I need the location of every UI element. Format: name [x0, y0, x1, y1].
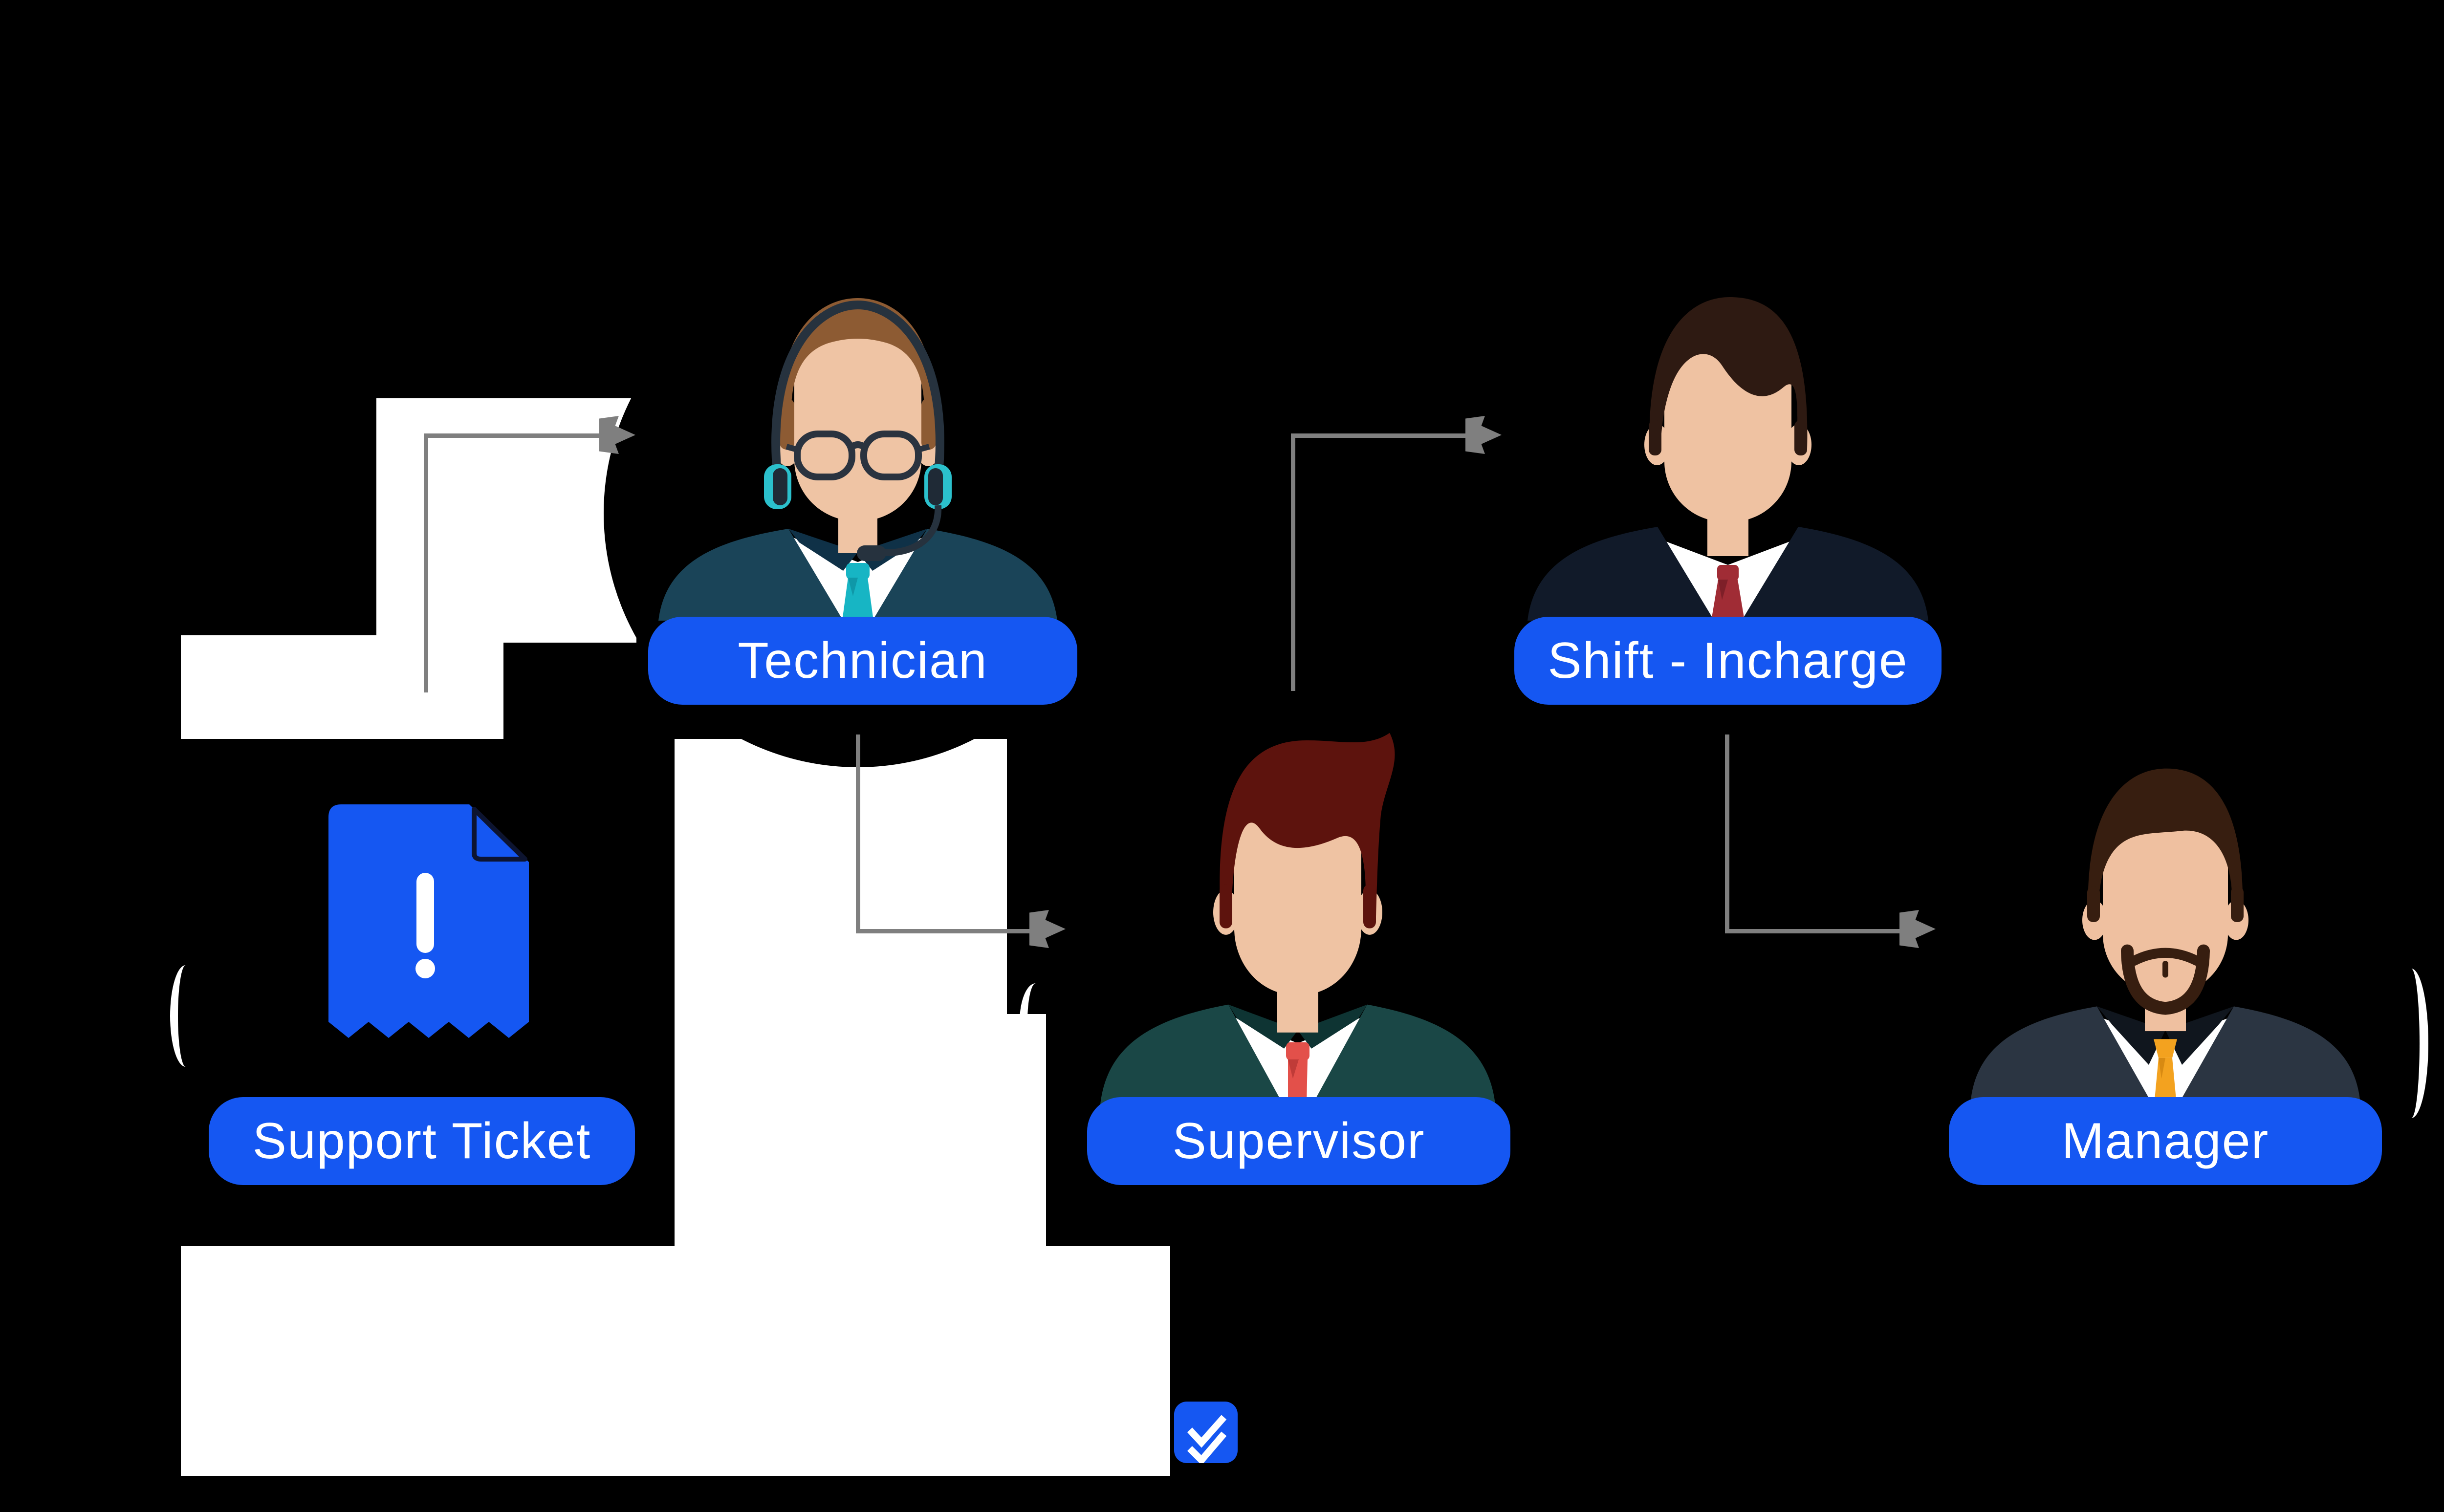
- technician-face: [794, 321, 921, 521]
- manager-tie: [2155, 1058, 2176, 1100]
- connector-ticket-to-technician-vertical: [424, 435, 428, 692]
- manager-avatar: [1971, 768, 2360, 1100]
- glasses-icon: [786, 431, 930, 480]
- shift-incharge-avatar: [1528, 297, 1928, 621]
- manager-goatee: [2121, 944, 2210, 1015]
- white-backdrop-connector1: [376, 398, 636, 643]
- label-technician: Technician: [648, 617, 1077, 705]
- headset-mic-boom-icon: [880, 505, 942, 556]
- supervisor-lapel-left: [1228, 1004, 1298, 1049]
- label-manager: Manager: [1949, 1097, 2382, 1185]
- support-ticket-icon: [328, 804, 529, 1038]
- connector-technician-to-supervisor-vertical: [856, 734, 860, 933]
- supervisor-suit-right: [1312, 1004, 1495, 1104]
- technician-hair: [780, 298, 936, 420]
- shift-incharge-suit-right: [1742, 527, 1928, 621]
- technician-suit-right: [873, 529, 1057, 621]
- technician-label-text: Technician: [738, 632, 988, 689]
- support-ticket-label-text: Support Ticket: [252, 1112, 591, 1169]
- label-support-ticket: Support Ticket: [209, 1097, 635, 1185]
- arrowhead-icon: [1029, 910, 1066, 948]
- technician-avatar: [658, 298, 1057, 621]
- exclamation-icon: [415, 873, 435, 978]
- manager-suit-left: [1971, 1006, 2150, 1100]
- shift-incharge-hair: [1649, 297, 1808, 450]
- manager-hair: [2088, 768, 2243, 911]
- manager-label-text: Manager: [2061, 1112, 2269, 1169]
- supervisor-avatar: [1100, 733, 1495, 1104]
- headset-band-icon: [771, 300, 944, 479]
- white-arc-left-of-ticket: [170, 965, 201, 1067]
- connector-shiftincharge-to-manager-vertical: [1725, 734, 1729, 933]
- technician-suit-left: [658, 529, 843, 621]
- label-shift-incharge: Shift - Incharge: [1514, 617, 1942, 705]
- label-supervisor: Supervisor: [1087, 1097, 1510, 1185]
- manager-lapel-right: [2165, 1006, 2234, 1065]
- headset-mic-icon: [857, 545, 886, 561]
- ticket-fold-corner: [472, 807, 527, 862]
- white-backdrop-left: [181, 635, 503, 739]
- manager-lapel-left: [2097, 1006, 2165, 1065]
- white-arc-left-of-supervisor: [1020, 983, 1052, 1059]
- white-backdrop-bottom: [181, 1246, 1170, 1476]
- manager-tie-knot: [2154, 1039, 2177, 1058]
- connector-supervisor-to-shiftincharge-horizontal: [1291, 433, 1468, 438]
- white-arc-right-of-manager: [2394, 969, 2428, 1118]
- manager-face: [2103, 792, 2228, 995]
- supervisor-lapel-right: [1298, 1004, 1367, 1049]
- connector-supervisor-to-shiftincharge-vertical: [1291, 435, 1295, 691]
- logo-double-checkmark-icon: [1174, 1402, 1238, 1463]
- shift-incharge-suit-left: [1528, 527, 1714, 621]
- technician-tie-knot: [846, 563, 870, 580]
- shift-incharge-tie: [1711, 580, 1745, 621]
- arrowhead-icon: [1899, 910, 1936, 948]
- shift-incharge-label-text: Shift - Incharge: [1548, 632, 1908, 689]
- supervisor-suit-left: [1100, 1004, 1283, 1104]
- technician-lapel-left: [788, 529, 858, 571]
- supervisor-label-text: Supervisor: [1172, 1112, 1425, 1169]
- supervisor-hair: [1220, 733, 1395, 917]
- supervisor-tie-knot: [1286, 1042, 1309, 1060]
- connector-shiftincharge-to-manager-horizontal: [1725, 929, 1902, 933]
- technician-tie: [842, 578, 873, 621]
- connector-ticket-to-technician-horizontal: [424, 433, 602, 438]
- manager-suit-right: [2181, 1006, 2360, 1100]
- connector-technician-to-supervisor-horizontal: [856, 929, 1032, 933]
- arrowhead-icon: [1465, 416, 1502, 454]
- shift-incharge-tie-knot: [1717, 565, 1739, 581]
